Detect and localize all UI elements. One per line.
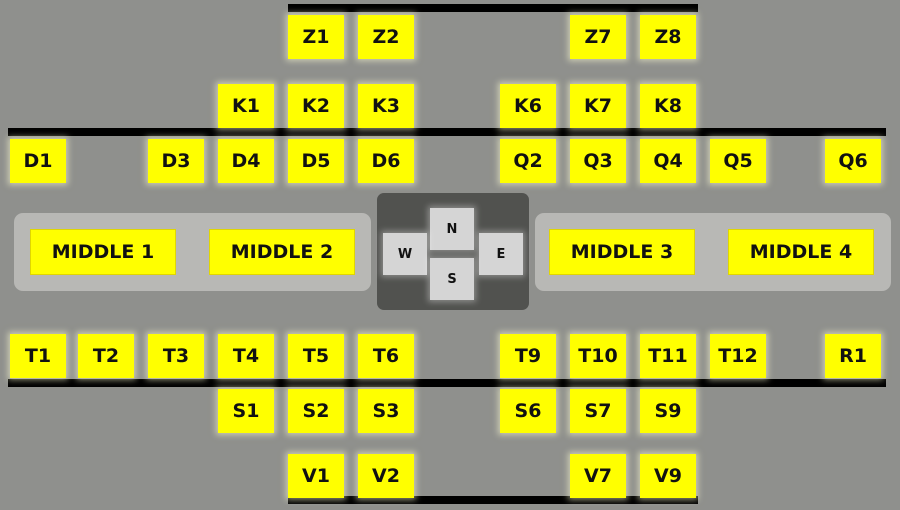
- seat-k1[interactable]: K1: [218, 84, 274, 128]
- seat-v7[interactable]: V7: [570, 454, 626, 498]
- west-button[interactable]: W: [383, 233, 427, 275]
- seat-q2[interactable]: Q2: [500, 139, 556, 183]
- seat-t10[interactable]: T10: [570, 334, 626, 378]
- seat-v1[interactable]: V1: [288, 454, 344, 498]
- north-button[interactable]: N: [430, 208, 474, 250]
- south-button[interactable]: S: [430, 258, 474, 300]
- seat-z1[interactable]: Z1: [288, 15, 344, 59]
- seat-t2[interactable]: T2: [78, 334, 134, 378]
- seat-s9[interactable]: S9: [640, 389, 696, 433]
- middle-4-button[interactable]: MIDDLE 4: [728, 229, 874, 275]
- seat-v2[interactable]: V2: [358, 454, 414, 498]
- seat-q6[interactable]: Q6: [825, 139, 881, 183]
- seat-s2[interactable]: S2: [288, 389, 344, 433]
- middle-3-button[interactable]: MIDDLE 3: [549, 229, 695, 275]
- seat-s7[interactable]: S7: [570, 389, 626, 433]
- seat-q3[interactable]: Q3: [570, 139, 626, 183]
- seat-t4[interactable]: T4: [218, 334, 274, 378]
- seat-d6[interactable]: D6: [358, 139, 414, 183]
- seat-z2[interactable]: Z2: [358, 15, 414, 59]
- bottom-bar: [288, 496, 698, 504]
- middle-1-button[interactable]: MIDDLE 1: [30, 229, 176, 275]
- seat-z7[interactable]: Z7: [570, 15, 626, 59]
- lower-bar: [8, 379, 886, 387]
- seat-s6[interactable]: S6: [500, 389, 556, 433]
- seat-k7[interactable]: K7: [570, 84, 626, 128]
- seat-k8[interactable]: K8: [640, 84, 696, 128]
- seat-t3[interactable]: T3: [148, 334, 204, 378]
- upper-bar: [8, 128, 886, 136]
- middle-2-button[interactable]: MIDDLE 2: [209, 229, 355, 275]
- seat-t9[interactable]: T9: [500, 334, 556, 378]
- seat-d4[interactable]: D4: [218, 139, 274, 183]
- seat-s3[interactable]: S3: [358, 389, 414, 433]
- seat-s1[interactable]: S1: [218, 389, 274, 433]
- seat-t12[interactable]: T12: [710, 334, 766, 378]
- seat-k2[interactable]: K2: [288, 84, 344, 128]
- east-button[interactable]: E: [479, 233, 523, 275]
- top-bar: [288, 4, 698, 12]
- seat-r1[interactable]: R1: [825, 334, 881, 378]
- seat-v9[interactable]: V9: [640, 454, 696, 498]
- seat-k6[interactable]: K6: [500, 84, 556, 128]
- seat-d5[interactable]: D5: [288, 139, 344, 183]
- seat-q4[interactable]: Q4: [640, 139, 696, 183]
- seat-d3[interactable]: D3: [148, 139, 204, 183]
- compass-pad: N W E S: [377, 193, 529, 310]
- seat-t6[interactable]: T6: [358, 334, 414, 378]
- seat-d1[interactable]: D1: [10, 139, 66, 183]
- seat-t11[interactable]: T11: [640, 334, 696, 378]
- seat-t1[interactable]: T1: [10, 334, 66, 378]
- seat-q5[interactable]: Q5: [710, 139, 766, 183]
- seat-t5[interactable]: T5: [288, 334, 344, 378]
- seat-z8[interactable]: Z8: [640, 15, 696, 59]
- seat-k3[interactable]: K3: [358, 84, 414, 128]
